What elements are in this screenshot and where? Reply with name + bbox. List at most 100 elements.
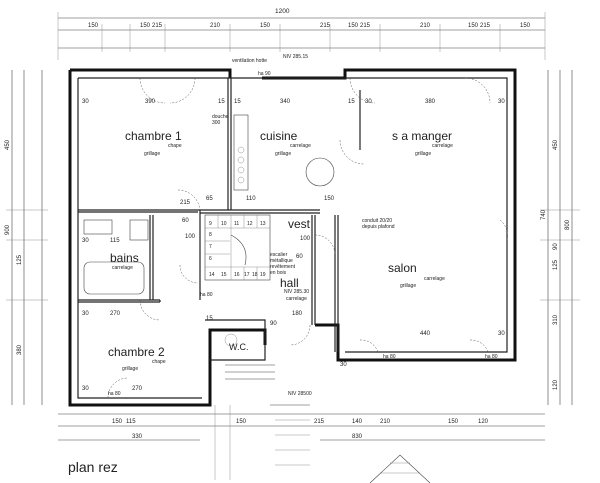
dim-bottom-5: 210: [380, 419, 391, 425]
dim-int-21: 270: [132, 386, 143, 392]
room-label-hall: hall: [280, 276, 299, 290]
stair-num-17: 18: [252, 272, 258, 278]
door-arcs: [107, 77, 508, 399]
room-sub-cuisine: grillage: [275, 151, 291, 157]
dim-int-10: 30: [82, 311, 89, 317]
dim-top-total: 1200: [275, 8, 290, 15]
dim-top-10: 215: [480, 23, 491, 29]
note-douche-1: douche: [212, 114, 229, 120]
dim-int-2: 380: [425, 99, 436, 105]
room-label-salon: salon: [388, 261, 417, 275]
dim-bottom-7: 120: [478, 419, 489, 425]
note-stair-4: en bois: [270, 270, 287, 276]
entrance-steps: [225, 364, 431, 483]
room-finish-bains: carrelage: [112, 265, 133, 271]
dim-right-6: 125: [553, 259, 559, 270]
dim-bottom-total: 830: [352, 434, 363, 440]
room-finish-chambre1: chape: [168, 143, 182, 149]
side-dimension-lines: [6, 70, 580, 405]
dim-int-27: 60: [296, 254, 303, 260]
stair-num-3: 13: [260, 221, 266, 227]
stair-num-5: 8: [209, 232, 212, 238]
dim-right-2: 800: [565, 219, 571, 230]
dim-int-22: 180: [292, 311, 303, 317]
dim-right-5: 90: [553, 243, 559, 250]
kitchen-fixtures: [233, 114, 335, 191]
room-label-wc: W.C.: [229, 342, 249, 352]
note-niv-top: NIV 285.15: [283, 54, 308, 60]
stair-num-7: 6: [209, 256, 212, 262]
room-sub-salon: grillage: [400, 283, 416, 289]
room-sub-salle-manger: grillage: [415, 151, 431, 157]
stair-numbers: 10 11 12 13 9 8 7 6 14 15 16 17 18 19: [209, 221, 266, 278]
note-ha-1: ha 90: [258, 71, 271, 77]
note-ha-5: ha 80: [200, 292, 213, 298]
room-finish-cuisine: carrelage: [290, 143, 311, 149]
dim-right-1: 740: [541, 209, 547, 220]
note-ha-4: ha 80: [485, 354, 498, 360]
dim-int-15: 215: [180, 200, 191, 206]
interior-dimension-texts: 390 340 380 30 15 15 15 30 30 30 30 30 3…: [82, 99, 505, 392]
room-label-vest: vest: [288, 217, 311, 231]
dim-int-6: 15: [348, 99, 355, 105]
staircase: [204, 214, 271, 281]
stair-num-13: 14: [209, 272, 215, 278]
dim-int-16: 60: [182, 218, 189, 224]
dim-int-14: 65: [206, 196, 213, 202]
dim-right-3: 310: [553, 314, 559, 325]
top-dimension-texts: 1200 150 150 215 210 150 215 150 215 210…: [88, 8, 531, 29]
dim-int-0: 390: [145, 99, 156, 105]
note-conduit-1: conduit 20/20: [362, 218, 392, 224]
stair-num-6: 7: [209, 244, 212, 250]
dim-bottom-1: 115: [126, 419, 136, 425]
dim-int-28: 15: [206, 316, 213, 322]
room-finish-hall: carrelage: [286, 296, 307, 302]
dim-bottom-4: 140: [352, 419, 363, 425]
dim-int-4: 15: [218, 99, 225, 105]
dim-left-3: 380: [17, 344, 23, 355]
dim-int-8: 30: [498, 99, 505, 105]
dim-top-3: 210: [210, 23, 221, 29]
stair-num-18: 19: [260, 272, 266, 278]
bottom-dimension-lines: [58, 405, 545, 480]
dim-int-25: 90: [270, 321, 277, 327]
stair-num-0: 10: [221, 221, 227, 227]
plan-title: plan rez: [68, 459, 118, 475]
interior-walls: [78, 78, 361, 361]
dim-int-18: 100: [300, 236, 311, 242]
dim-int-9: 30: [82, 238, 89, 244]
note-douche-2: 300: [212, 120, 221, 126]
room-label-chambre1: chambre 1: [125, 129, 182, 143]
dim-top-7: 215: [360, 23, 371, 29]
top-dimension-lines: [57, 12, 546, 60]
dim-top-11: 150: [520, 23, 531, 29]
stair-num-2: 12: [247, 221, 253, 227]
dim-int-23: 440: [420, 331, 431, 337]
dim-int-20: 270: [110, 311, 121, 317]
stair-num-4: 9: [209, 221, 212, 227]
room-level-hall: NIV 285.30: [284, 289, 309, 295]
room-label-chambre2: chambre 2: [108, 345, 165, 359]
room-sub-chambre1: grillage: [144, 151, 160, 157]
dim-bottom-0: 150: [112, 419, 123, 425]
dim-top-9: 150: [468, 23, 479, 29]
room-label-bains: bains: [110, 251, 139, 265]
side-dimension-texts: 450 900 125 380 450 740 800 310 120 90 1…: [5, 139, 571, 390]
room-finish-chambre2: chape: [152, 359, 166, 365]
dim-int-1: 340: [280, 99, 291, 105]
dim-bottom-2: 150: [236, 419, 247, 425]
dim-bottom-3: 215: [314, 419, 325, 425]
stair-num-16: 17: [244, 272, 250, 278]
dim-top-0: 150: [88, 23, 99, 29]
dim-top-1: 150: [140, 23, 151, 29]
stair-num-15: 16: [234, 272, 240, 278]
dim-top-5: 215: [320, 23, 331, 29]
note-stair-2: métallique: [270, 258, 293, 264]
dim-int-12: 30: [498, 331, 505, 337]
dim-left-0: 450: [5, 139, 11, 150]
dim-right-0: 450: [553, 139, 559, 150]
dim-int-11: 30: [82, 386, 89, 392]
dim-int-5: 15: [234, 99, 241, 105]
dim-int-7: 30: [365, 99, 372, 105]
room-sub-chambre2: grillage: [122, 366, 138, 372]
